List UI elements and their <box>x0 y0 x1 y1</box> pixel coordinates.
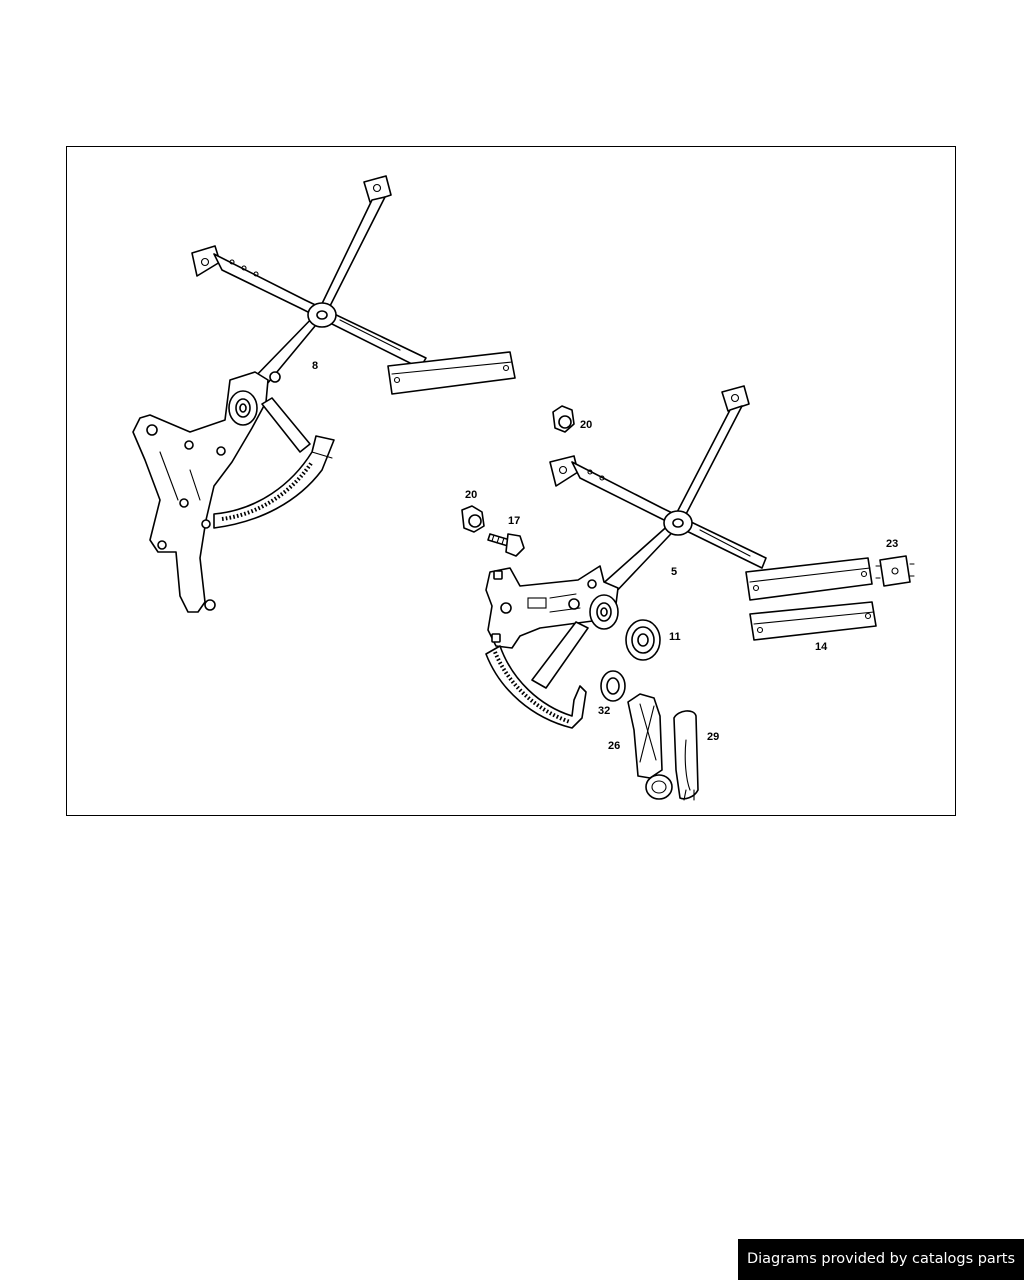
knob-cover-part-29 <box>673 710 699 801</box>
guide-rail-part-14 <box>749 601 877 641</box>
window-regulator-right <box>485 385 873 729</box>
callout-20-upper: 20 <box>580 419 592 431</box>
callout-11: 11 <box>669 631 681 643</box>
callout-17: 17 <box>508 515 520 527</box>
bolt-part-17 <box>487 533 525 557</box>
credit-banner: Diagrams provided by catalogs parts <box>738 1239 1024 1280</box>
callout-29: 29 <box>707 731 719 743</box>
callout-14: 14 <box>815 641 828 653</box>
callout-23: 23 <box>886 538 898 550</box>
clip-part-23 <box>875 555 915 587</box>
callout-20-lower: 20 <box>465 489 477 501</box>
rosette-part-11 <box>625 619 661 661</box>
callout-32: 32 <box>598 705 610 717</box>
callout-26: 26 <box>608 740 620 752</box>
window-regulator-left <box>132 175 516 613</box>
washer-part-32 <box>600 670 626 702</box>
callout-5: 5 <box>671 566 677 578</box>
nut-part-20-upper <box>552 405 575 433</box>
crank-handle-part-26 <box>627 693 673 800</box>
callout-8: 8 <box>312 360 318 372</box>
nut-part-20-lower <box>461 505 485 533</box>
